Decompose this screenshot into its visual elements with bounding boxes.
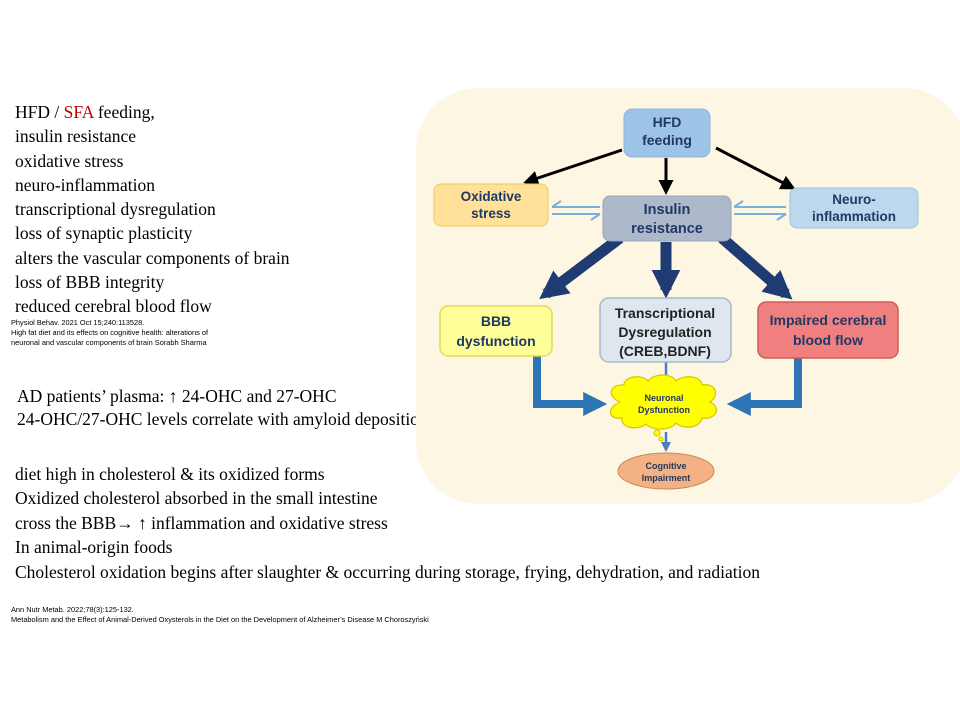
hfd-item: transcriptional dysregulation: [15, 199, 216, 220]
node-transcriptional-dysregulation: Transcriptional Dysregulation (CREB,BDNF…: [599, 297, 732, 363]
node-neuronal-dysfunction: Neuronal Dysfunction: [609, 374, 718, 442]
node-bbb-line: dysfunction: [456, 333, 535, 349]
citation-1-line: High fat diet and its effects on cogniti…: [11, 328, 209, 337]
node-cognitive-line: Impairment: [642, 473, 691, 483]
node-hfd-feeding: HFD feeding: [623, 108, 711, 158]
node-transcriptional-line: Transcriptional: [615, 305, 715, 321]
hfd-item: insulin resistance: [15, 126, 137, 147]
node-hfd-line: feeding: [642, 132, 692, 148]
node-cognitive-impairment: Cognitive Impairment: [617, 452, 715, 490]
node-transcriptional-line: (CREB,BDNF): [619, 343, 711, 359]
citation-2-line: Metabolism and the Effect of Animal-Deri…: [11, 615, 429, 624]
cholesterol-item: Cholesterol oxidation begins after slaug…: [15, 561, 761, 582]
ad-plasma-list: AD patients’ plasma: ↑ 24-OHC and 27-OHC…: [17, 385, 428, 431]
arrow-insulin-neuro-exchange: [733, 200, 787, 221]
node-insulin-line: resistance: [631, 221, 703, 237]
citation-1-line: neuronal and vascular components of brai…: [11, 338, 207, 347]
node-transcriptional-line: Dysregulation: [618, 324, 711, 340]
node-oxidative-line: stress: [471, 206, 511, 221]
citation-2-line: Ann Nutr Metab. 2022;78(3):125-132.: [11, 605, 134, 614]
ad-item: AD patients’ plasma: ↑ 24-OHC and 27-OHC: [17, 386, 337, 406]
node-cognitive-line: Cognitive: [645, 461, 686, 471]
node-hfd-line: HFD: [653, 114, 682, 130]
node-oxidative-line: Oxidative: [461, 189, 522, 204]
node-bbb-line: BBB: [481, 313, 511, 329]
arrow-insulin-oxidative-exchange: [551, 200, 601, 221]
hfd-item: oxidative stress: [15, 150, 124, 171]
cloud-tail: [658, 436, 664, 442]
hfd-item: loss of synaptic plasticity: [15, 223, 193, 244]
node-oxidative-stress: Oxidative stress: [433, 183, 549, 227]
node-insulin-resistance: Insulin resistance: [602, 195, 732, 242]
hfd-item: reduced cerebral blood flow: [15, 296, 212, 317]
arrow-insulin-to-cerebral: [718, 233, 793, 300]
cholesterol-item: In animal-origin foods: [15, 537, 173, 558]
citation-1-line: Physiol Behav. 2021 Oct 15;240:113528.: [11, 318, 145, 327]
hfd-first-line: HFD / SFA feeding,: [15, 100, 290, 124]
node-insulin-line: Insulin: [644, 202, 691, 218]
cholesterol-item: diet high in cholesterol & its oxidized …: [15, 464, 325, 484]
arrow-hfd-to-neuro: [715, 146, 796, 190]
arrow-hfd-to-oxidative: [523, 148, 623, 186]
arrow-cerebral-to-neuronal: [726, 356, 802, 416]
node-neuronal-line: Dysfunction: [638, 405, 690, 415]
cloud-tail: [653, 429, 661, 437]
node-impaired-cerebral-blood-flow: Impaired cerebral blood flow: [757, 301, 899, 359]
arrow-insulin-to-bbb: [539, 233, 624, 300]
node-neuronal-line: Neuronal: [644, 393, 683, 403]
hfd-suffix: feeding,: [93, 102, 155, 122]
citation-1: Physiol Behav. 2021 Oct 15;240:113528. H…: [11, 318, 208, 348]
node-cerebral-line: blood flow: [793, 332, 863, 348]
sfa-highlight: SFA: [63, 102, 94, 122]
node-cerebral-line: Impaired cerebral: [770, 312, 887, 328]
node-neuro-line: inflammation: [812, 209, 896, 224]
hfd-item: neuro-inflammation: [15, 174, 155, 195]
hfd-item: alters the vascular components of brain: [15, 247, 290, 268]
citation-2: Ann Nutr Metab. 2022;78(3):125-132. Meta…: [11, 605, 429, 625]
ad-item: 24-OHC/27-OHC levels correlate with amyl…: [17, 409, 428, 429]
hfd-prefix: HFD /: [15, 102, 64, 122]
cholesterol-list: diet high in cholesterol & its oxidized …: [15, 462, 760, 584]
node-bbb-dysfunction: BBB dysfunction: [439, 305, 553, 357]
node-neuro-inflammation: Neuro- inflammation: [789, 187, 919, 229]
arrow-bbb-to-neuronal: [533, 356, 608, 416]
cholesterol-item: cross the BBB→ ↑ inflammation and oxidat…: [15, 512, 388, 533]
node-neuro-line: Neuro-: [832, 192, 876, 207]
hfd-item: loss of BBB integrity: [15, 272, 165, 293]
cloud-shape: [609, 374, 718, 430]
cholesterol-item: Oxidized cholesterol absorbed in the sma…: [15, 488, 378, 509]
hfd-effects-list: HFD / SFA feeding, insulin resistance ox…: [15, 100, 290, 319]
